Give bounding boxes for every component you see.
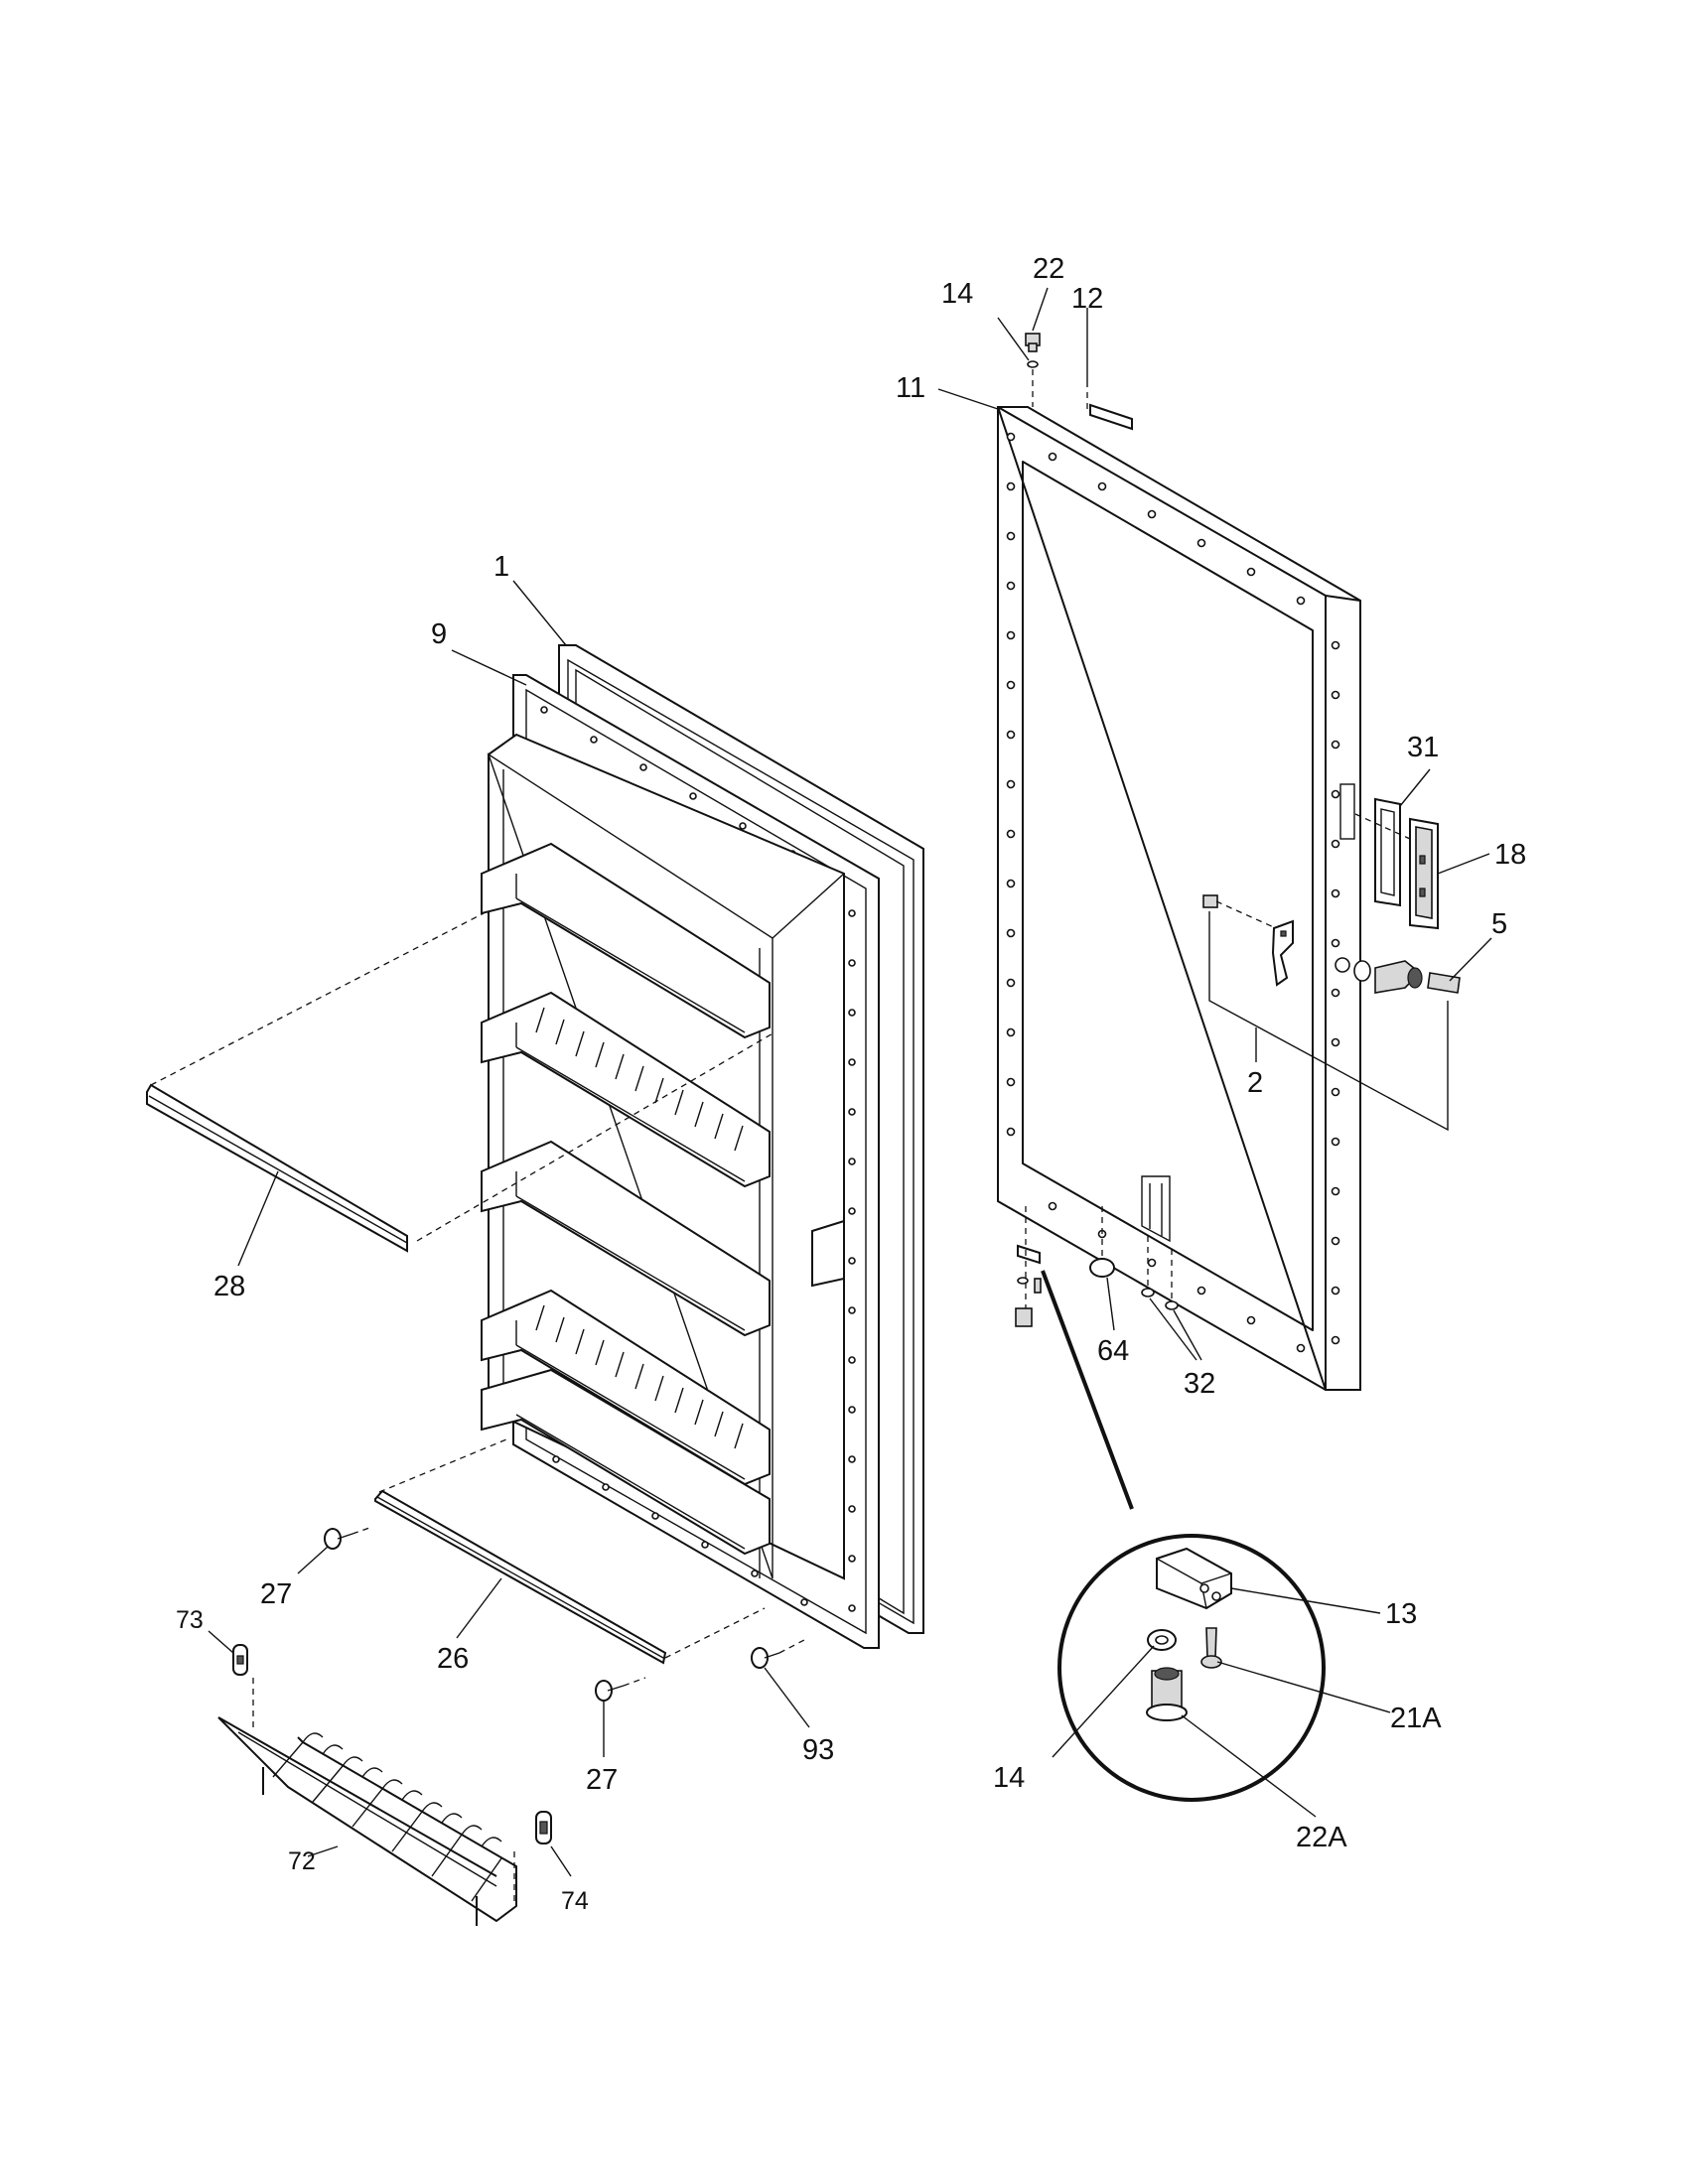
callout-93: 93 (802, 1734, 834, 1766)
basket-wires (272, 1732, 502, 1902)
callout-13: 13 (1385, 1598, 1417, 1630)
shelf-4-ribs (535, 1304, 744, 1449)
door-shelf-3 (481, 1140, 771, 1337)
outer-door-panel-holes (1006, 432, 1340, 1353)
callout-22: 22 (1033, 253, 1064, 285)
label-plate (1089, 403, 1133, 431)
shelf-2-ribs (535, 1007, 744, 1152)
door-basket (217, 1716, 517, 1926)
callout-72: 72 (288, 1847, 316, 1875)
callout-74: 74 (561, 1887, 589, 1915)
callout-21A: 21A (1390, 1703, 1442, 1734)
callout-73: 73 (176, 1606, 204, 1634)
callout-31: 31 (1407, 732, 1439, 763)
callout-18: 18 (1494, 839, 1526, 871)
door-lock (1353, 960, 1461, 994)
hole-plug-1 (1141, 1288, 1155, 1297)
detail-plug (1146, 1667, 1188, 1721)
fastener-27-left (324, 1528, 353, 1550)
door-shelf-5 (481, 1368, 771, 1556)
door-shelf-4 (481, 1289, 771, 1486)
callout-26: 26 (437, 1643, 469, 1675)
callout-5: 5 (1491, 908, 1507, 940)
shelf-retainer-bar-lower (374, 1489, 667, 1665)
callout-28: 28 (213, 1271, 245, 1302)
callout-1: 1 (493, 551, 509, 583)
fastener-27-bottom (595, 1680, 625, 1702)
callout-27-bottom: 27 (586, 1764, 618, 1796)
detail-leader (1041, 1270, 1134, 1510)
shelf-retainer-bar-upper (146, 1083, 408, 1253)
door-strike (1202, 894, 1294, 987)
callout-27-left: 27 (260, 1578, 292, 1610)
callout-14-detail: 14 (993, 1762, 1025, 1794)
clip-ring (1089, 1258, 1115, 1278)
inner-door-liner (481, 674, 880, 1649)
door-handle (1409, 817, 1439, 930)
callout-32: 32 (1184, 1368, 1215, 1400)
door-shelf-1 (481, 842, 771, 1039)
detail-hinge-bracket (1156, 1547, 1232, 1610)
basket-clip-left (232, 1644, 248, 1676)
hole-plug-2 (1165, 1300, 1179, 1310)
liner-holes (540, 706, 856, 1612)
detail-screw (1200, 1627, 1222, 1669)
top-washer (1027, 360, 1039, 368)
callout-12: 12 (1071, 283, 1103, 315)
callout-22A: 22A (1296, 1822, 1347, 1853)
callout-9: 9 (431, 618, 447, 650)
fastener-93 (751, 1647, 780, 1669)
callout-11: 11 (896, 372, 925, 404)
callout-64: 64 (1097, 1335, 1129, 1367)
outer-door-panel (997, 406, 1361, 1391)
callout-2: 2 (1247, 1067, 1263, 1099)
hinge-hardware (1015, 1206, 1042, 1327)
basket-clip-right (535, 1811, 552, 1844)
hinge-detail-view (1052, 1534, 1391, 1818)
top-plug (1025, 333, 1041, 352)
callout-14-top: 14 (941, 278, 973, 310)
door-shelf-2 (481, 991, 771, 1188)
handle-gasket (1374, 797, 1401, 907)
